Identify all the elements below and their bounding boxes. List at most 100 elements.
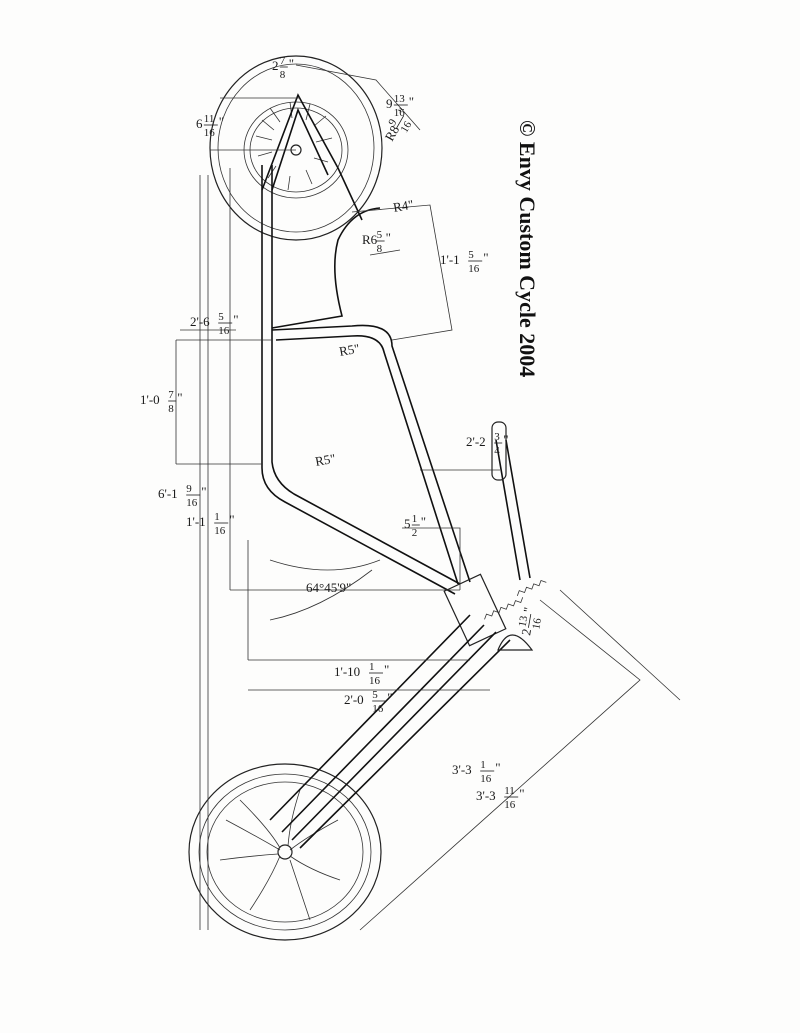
- dimension-label-d-6-1: 6'-1 9 16": [158, 483, 207, 509]
- dimension-numerator: 1: [480, 759, 486, 771]
- dimension-whole: 9: [386, 96, 393, 111]
- dimension-unit: ": [503, 432, 508, 447]
- fraction-bar: [528, 613, 532, 628]
- dimension-numerator: 5: [218, 311, 224, 323]
- dimension-denominator: 16: [369, 675, 381, 687]
- dimension-numerator: 1: [369, 661, 375, 673]
- dimension-label-d-3-3a: 3'-3 1 16": [452, 759, 501, 785]
- dimension-whole: 6: [196, 116, 203, 131]
- dimension-text: R5": [338, 341, 361, 359]
- dimension-label-d-r5b: R5": [314, 451, 337, 469]
- dimension-numerator: 11: [204, 113, 215, 125]
- dimension-text: 64°45'9": [306, 580, 351, 595]
- dimension-denominator: 8: [377, 243, 383, 255]
- dimension-numerator: 3: [494, 431, 500, 443]
- dimension-label-d-2-0: 2'-0 5 16": [344, 689, 393, 715]
- dimension-denominator: 16: [504, 799, 516, 811]
- dimension-label-d-2-2: 2'-2 3 4": [466, 431, 509, 457]
- dimension-numerator: 1: [412, 513, 418, 525]
- dimension-numerator: 13: [517, 614, 531, 627]
- dimension-text: R4": [392, 197, 415, 215]
- rear-wheel: [209, 55, 383, 241]
- dimension-denominator: 16: [394, 107, 406, 119]
- dimension-numerator: 13: [394, 93, 406, 105]
- dimension-whole: 1'-10: [334, 664, 360, 679]
- dimension-label-d-angle: 64°45'9": [306, 580, 351, 595]
- dimension-label-d-r4: R4": [392, 197, 415, 215]
- dimension-denominator: 16: [218, 325, 230, 337]
- dimension-whole: 2'-2: [466, 434, 486, 449]
- dimension-denominator: 2: [412, 527, 418, 539]
- dimension-label-d-1-1: 1'-1 5 16": [440, 249, 489, 275]
- dimension-label-d-2-6: 2'-6 5 16": [190, 311, 239, 337]
- dimension-unit: ": [219, 114, 224, 129]
- dimension-numerator: 7: [168, 389, 174, 401]
- dimension-unit: ": [409, 94, 414, 109]
- dimension-unit: ": [495, 760, 500, 775]
- dimension-denominator: 16: [530, 617, 544, 630]
- dimension-numerator: 1: [214, 511, 220, 523]
- dimension-label-d-1-1b: 1'-1 1 16": [186, 511, 235, 537]
- dimension-label-d-1-10: 1'-10 1 16": [334, 661, 389, 687]
- dimension-whole: 2: [272, 58, 279, 73]
- dimension-unit: ": [201, 484, 206, 499]
- dimension-label-d-1-0: 1'-0 7 8": [140, 389, 183, 415]
- dimension-unit: ": [177, 390, 182, 405]
- dimension-unit: ": [384, 662, 389, 677]
- dimension-whole: 2'-0: [344, 692, 364, 707]
- dimension-numerator: 9: [186, 483, 192, 495]
- dimension-label-d-3-3b: 3'-3 11 16": [476, 785, 525, 811]
- frame-tubes: [261, 93, 547, 849]
- dimension-unit: ": [520, 606, 536, 614]
- dimension-numerator: 9: [386, 117, 399, 128]
- front-wheel: [188, 763, 382, 941]
- dimension-unit: ": [387, 690, 392, 705]
- dimension-whole: 3'-3: [452, 762, 472, 777]
- dimension-whole: 1'-1: [186, 514, 206, 529]
- dimension-denominator: 16: [480, 773, 492, 785]
- dimension-numerator: 5: [372, 689, 378, 701]
- dimension-whole: 1'-1: [440, 252, 460, 267]
- dimension-unit: ": [421, 514, 426, 529]
- dimension-unit: ": [229, 512, 234, 527]
- dimension-unit: ": [289, 56, 294, 71]
- dimension-numerator: 5: [377, 229, 383, 241]
- fraction-bar: [396, 115, 405, 129]
- dimension-denominator: 16: [372, 703, 384, 715]
- dimension-label-d-r5a: R5": [338, 341, 361, 359]
- dimension-whole: R6: [362, 232, 378, 247]
- dimension-whole: 2: [518, 628, 534, 637]
- dimension-lines: [175, 64, 681, 931]
- dimension-denominator: 8: [280, 69, 286, 81]
- dimension-unit: ": [386, 230, 391, 245]
- dimension-whole: 5: [404, 516, 411, 531]
- dimension-numerator: 7: [280, 55, 286, 67]
- dimension-denominator: 8: [168, 403, 174, 415]
- dimension-whole: 3'-3: [476, 788, 496, 803]
- dimension-unit: ": [233, 312, 238, 327]
- dimension-whole: 6'-1: [158, 486, 178, 501]
- dimension-denominator: 16: [468, 263, 480, 275]
- dimension-numerator: 11: [504, 785, 515, 797]
- dimension-whole: 2'-6: [190, 314, 210, 329]
- dimension-denominator: 16: [204, 127, 216, 139]
- dimension-whole: 1'-0: [140, 392, 160, 407]
- dimension-denominator: 16: [186, 497, 198, 509]
- dimension-denominator: 16: [214, 525, 226, 537]
- dimension-unit: ": [483, 250, 488, 265]
- dimension-denominator: 4: [494, 445, 500, 457]
- dimension-numerator: 5: [468, 249, 474, 261]
- dimension-text: R5": [314, 451, 337, 469]
- copyright-text: © Envy Custom Cycle 2004: [515, 120, 540, 377]
- dimension-unit: ": [519, 786, 524, 801]
